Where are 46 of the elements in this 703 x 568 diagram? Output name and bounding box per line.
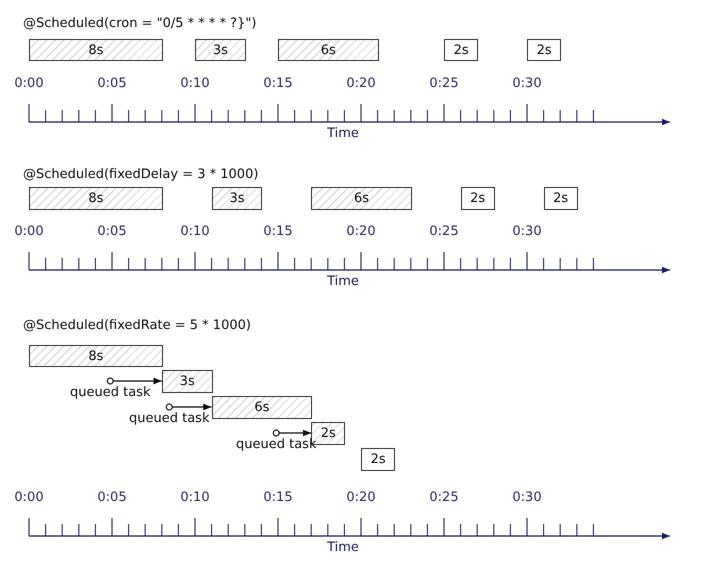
tick-label: 0:00 bbox=[14, 224, 44, 239]
tick-label: 0:10 bbox=[180, 76, 210, 91]
tick-label: 0:20 bbox=[346, 76, 376, 91]
tick-label: 0:25 bbox=[429, 76, 459, 91]
hatched-task-bar: 6s bbox=[212, 396, 312, 419]
annotation-heading: @Scheduled(fixedDelay = 3 * 1000) bbox=[23, 167, 258, 182]
annotation-heading: @Scheduled(cron = "0/5 * * * * ?}") bbox=[23, 16, 256, 31]
tick-label: 0:15 bbox=[263, 76, 293, 91]
tick-label: 0:25 bbox=[429, 224, 459, 239]
tick-label: 0:30 bbox=[512, 224, 542, 239]
hatched-task-bar: 3s bbox=[212, 187, 262, 210]
tick-label: 0:05 bbox=[97, 76, 127, 91]
hatched-task-bar: 3s bbox=[162, 370, 213, 393]
hatched-task-bar: 3s bbox=[195, 39, 246, 61]
queued-task-label: queued task bbox=[70, 385, 150, 400]
tick-label: 0:20 bbox=[346, 224, 376, 239]
task-bar: 2s bbox=[444, 39, 478, 61]
hatched-task-bar: 8s bbox=[29, 39, 163, 61]
tick-label: 0:30 bbox=[512, 490, 542, 505]
tick-label: 0:15 bbox=[263, 224, 293, 239]
tick-label: 0:15 bbox=[263, 490, 293, 505]
task-bar: 2s bbox=[544, 187, 578, 210]
tick-label: 0:10 bbox=[180, 490, 210, 505]
hatched-task-bar: 8s bbox=[29, 345, 163, 367]
hatched-task-bar: 6s bbox=[278, 39, 379, 61]
arrow bbox=[106, 378, 162, 384]
queued-task-label: queued task bbox=[129, 411, 210, 426]
arrow bbox=[272, 430, 312, 436]
tick-label: 0:20 bbox=[346, 490, 376, 505]
axis-title: Time bbox=[327, 126, 359, 141]
task-bar: 2s bbox=[361, 448, 396, 471]
tick-label: 0:00 bbox=[14, 76, 44, 91]
axis-title: Time bbox=[327, 540, 359, 555]
tick-label: 0:10 bbox=[180, 224, 210, 239]
arrow bbox=[166, 404, 212, 410]
tick-label: 0:05 bbox=[97, 490, 127, 505]
task-bar: 2s bbox=[460, 187, 495, 210]
hatched-task-bar: 8s bbox=[29, 187, 163, 210]
tick-label: 0:30 bbox=[512, 76, 542, 91]
hatched-task-bar: 6s bbox=[311, 187, 412, 210]
tick-label: 0:25 bbox=[429, 490, 459, 505]
task-bar: 2s bbox=[527, 39, 562, 61]
tick-label: 0:05 bbox=[97, 224, 127, 239]
annotation-heading: @Scheduled(fixedRate = 5 * 1000) bbox=[23, 318, 251, 333]
tick-label: 0:00 bbox=[14, 490, 44, 505]
axis-title: Time bbox=[327, 274, 359, 289]
